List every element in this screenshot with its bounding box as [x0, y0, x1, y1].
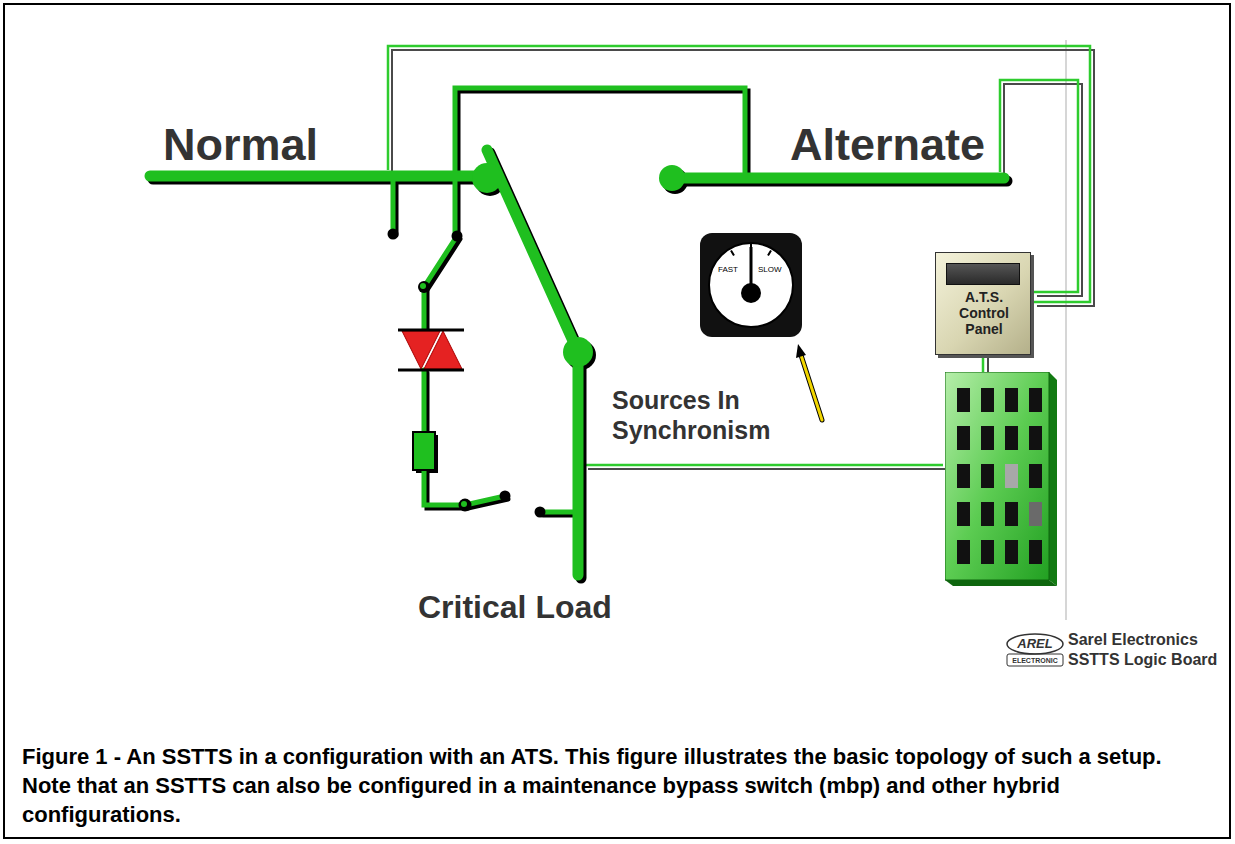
chip — [1029, 464, 1042, 488]
panel-label: A.T.S. Control Panel — [944, 289, 1024, 337]
meter-dial — [709, 243, 793, 327]
fuse-symbol — [413, 432, 435, 470]
branch-wire — [540, 510, 578, 515]
wire-shadow — [987, 355, 989, 372]
wire-line — [982, 355, 985, 372]
bus-lines — [150, 88, 1004, 575]
chip — [957, 540, 970, 564]
control-wire-shadow — [392, 50, 1094, 469]
pivot — [472, 163, 502, 193]
pointer-line — [800, 352, 822, 420]
control-panel-box: A.T.S. Control Panel — [935, 252, 1031, 355]
meter-hub — [741, 283, 761, 303]
sync-meter: FAST SLOW — [700, 233, 802, 337]
normal-bus — [150, 171, 487, 182]
figure-caption: Figure 1 - An SSTTS in a configuration w… — [22, 742, 1212, 829]
chip — [1005, 388, 1018, 412]
logo-oval — [1007, 634, 1063, 654]
meter-scale: FAST — [718, 265, 738, 274]
chip — [1005, 464, 1018, 488]
chip — [1029, 426, 1042, 450]
pivot — [563, 337, 593, 367]
panel-display — [946, 263, 1020, 285]
contact — [659, 165, 685, 191]
board-label: Sarel Electronics SSTTS Logic Board — [1068, 630, 1226, 670]
contact — [388, 229, 399, 240]
board-face — [945, 372, 1049, 580]
branch-wire — [422, 370, 427, 432]
board-edge — [945, 580, 1057, 586]
thyristor-bar — [398, 369, 464, 372]
source-label: Normal — [163, 122, 318, 167]
board-edge — [1049, 372, 1057, 586]
sense-wire — [588, 468, 947, 470]
logic-board: Sarel Electronics SSTTS Logic Board — [945, 372, 1230, 672]
load-bus — [573, 352, 584, 575]
chip — [957, 426, 970, 450]
contact — [452, 231, 463, 242]
chip — [1005, 426, 1018, 450]
meter-face — [700, 233, 802, 337]
sense-wire — [584, 464, 943, 467]
image-edge — [1065, 40, 1067, 620]
chip — [981, 540, 994, 564]
source-label: Alternate — [790, 122, 985, 167]
chip — [981, 502, 994, 526]
chip — [1029, 502, 1042, 526]
contact — [418, 281, 430, 293]
pivots — [472, 163, 685, 367]
chip — [1029, 388, 1042, 412]
chip — [1005, 502, 1018, 526]
control-wires — [388, 46, 1090, 465]
branch-wire — [453, 176, 458, 232]
load-label: Critical Load — [418, 590, 612, 625]
chip — [957, 502, 970, 526]
pointer-head — [796, 344, 806, 358]
chip — [957, 388, 970, 412]
chip — [981, 388, 994, 412]
chip — [1005, 540, 1018, 564]
chip — [1029, 540, 1042, 564]
small-contacts — [388, 229, 546, 518]
wire-connector — [983, 355, 988, 372]
contact-highlight — [461, 501, 467, 507]
contact — [535, 507, 546, 518]
branch-wire — [422, 287, 427, 330]
meter-caption: Sources In Synchronism — [612, 385, 812, 445]
chip — [981, 464, 994, 488]
scr-reverse — [424, 331, 462, 369]
meter-frame — [700, 233, 802, 337]
logo-text: AREL — [1007, 637, 1063, 651]
switch-blade — [424, 236, 457, 287]
meter-scale: SLOW — [758, 265, 782, 274]
thyristor-symbol — [398, 330, 464, 370]
switch-blade — [427, 239, 460, 290]
logo-box — [1007, 654, 1063, 666]
pointer-outline — [800, 352, 822, 420]
logo-outline — [1007, 634, 1063, 666]
contact — [459, 499, 472, 512]
logo-text: ELECTRONIC — [1007, 656, 1063, 665]
meter-pointer — [796, 344, 822, 420]
chip — [981, 426, 994, 450]
thyristor-bar — [398, 329, 464, 332]
chip — [957, 464, 970, 488]
branch-wire — [391, 176, 396, 232]
branch-wire — [424, 470, 465, 505]
alternate-bus — [672, 173, 1004, 184]
contact — [500, 491, 511, 502]
circuit-board — [945, 372, 1061, 590]
bus-shadow — [153, 91, 1007, 578]
contact-highlight — [420, 283, 426, 289]
